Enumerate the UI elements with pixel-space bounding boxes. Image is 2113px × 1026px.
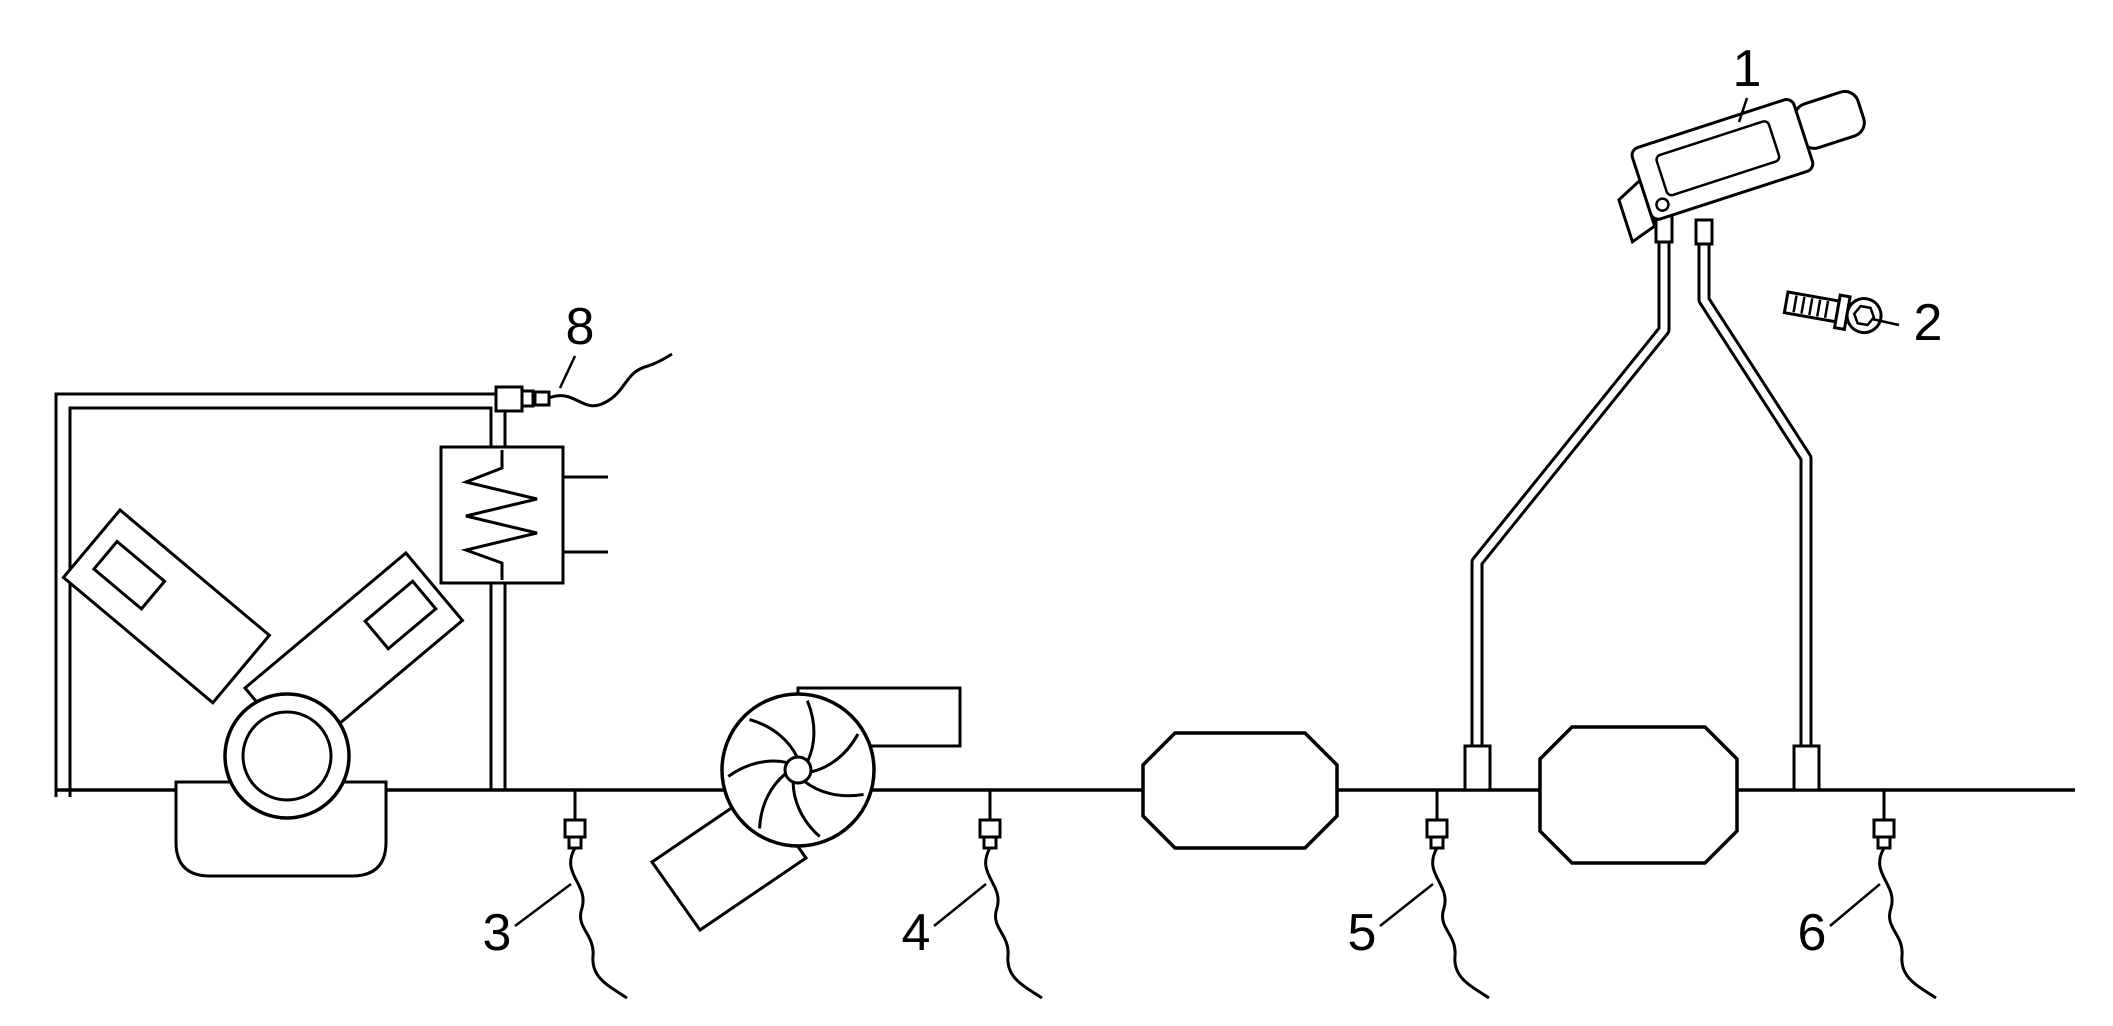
leader-line-4 (933, 883, 987, 927)
pressure-hose-left (1470, 240, 1671, 752)
differential-pressure-sensor (1617, 89, 1866, 246)
callout-label-4: 4 (902, 904, 931, 962)
hose-left-inner (1473, 240, 1668, 752)
hose-right-inner (1700, 240, 1810, 752)
callout-label-3: 3 (483, 904, 512, 962)
turbocharger (649, 686, 962, 933)
callout-label-2: 2 (1914, 294, 1943, 352)
bolt (1782, 290, 1883, 335)
callout-4: 4 (902, 883, 987, 962)
callout-1: 1 (1733, 40, 1762, 123)
leader-line-6 (1829, 883, 1881, 927)
bolt-thread (1800, 296, 1806, 314)
callout-label-8: 8 (566, 298, 595, 356)
sensor-probe-5 (1425, 788, 1491, 1000)
bolt-thread (1792, 295, 1798, 313)
callout-2: 2 (1871, 294, 1943, 352)
sensor-nipple-right (1694, 218, 1714, 246)
callout-8: 8 (558, 298, 595, 389)
callout-6: 6 (1798, 883, 1881, 962)
sensor-probe-3 (563, 788, 629, 1000)
sensor-8-cable (548, 352, 673, 408)
piston-right (363, 579, 438, 651)
sensor-bracket (1617, 177, 1657, 245)
oil-pan (174, 780, 388, 878)
loop-pipe-inner (57, 395, 504, 797)
callout-label-5: 5 (1348, 904, 1377, 962)
egr-cooler-element (460, 450, 538, 580)
engine (61, 507, 465, 878)
sensor-8-assembly (494, 352, 673, 413)
leader-line-5 (1379, 883, 1434, 927)
sensor-body (1630, 98, 1815, 221)
bolt-head (1845, 297, 1883, 335)
leader-line-1 (1737, 97, 1749, 123)
callout-5: 5 (1348, 883, 1434, 962)
sensor-probe-4 (978, 788, 1044, 1000)
egr-cooler-body (439, 445, 565, 585)
bolt-thread (1815, 299, 1822, 317)
hose-left-outer (1470, 240, 1671, 752)
particulate-filter (1538, 725, 1739, 865)
bolt-thread (1808, 298, 1814, 316)
catalytic-converter (1141, 731, 1339, 850)
sensor-window (1655, 120, 1781, 197)
sensor-8-socket (520, 389, 535, 408)
hose-fitting-left (1463, 744, 1492, 792)
hose-fitting-right (1792, 744, 1821, 792)
callout-label-1: 1 (1733, 40, 1762, 98)
piston-left (91, 539, 167, 612)
sensor-8-plug (533, 390, 551, 407)
leader-line-3 (514, 883, 572, 927)
turbo-hub (783, 755, 813, 785)
egr-cooler (439, 445, 608, 585)
cylinder-bank-left-body (61, 507, 272, 705)
callout-3: 3 (483, 883, 572, 962)
sensor-probe-6 (1872, 788, 1938, 1000)
sensor-8-port (494, 385, 524, 413)
hose-right-outer (1697, 240, 1813, 752)
leader-line-8 (558, 355, 577, 389)
bolt-thread (1823, 300, 1830, 319)
callout-label-6: 6 (1798, 904, 1827, 962)
sensor-mount-hole (1655, 197, 1670, 212)
cylinder-bank-left (61, 507, 272, 705)
leader-line-2 (1871, 317, 1900, 327)
egr-coolant-loop (54, 392, 507, 797)
pressure-hose-right (1697, 240, 1813, 752)
crankshaft-inner (241, 710, 333, 802)
bolt-head-hex (1852, 304, 1876, 327)
